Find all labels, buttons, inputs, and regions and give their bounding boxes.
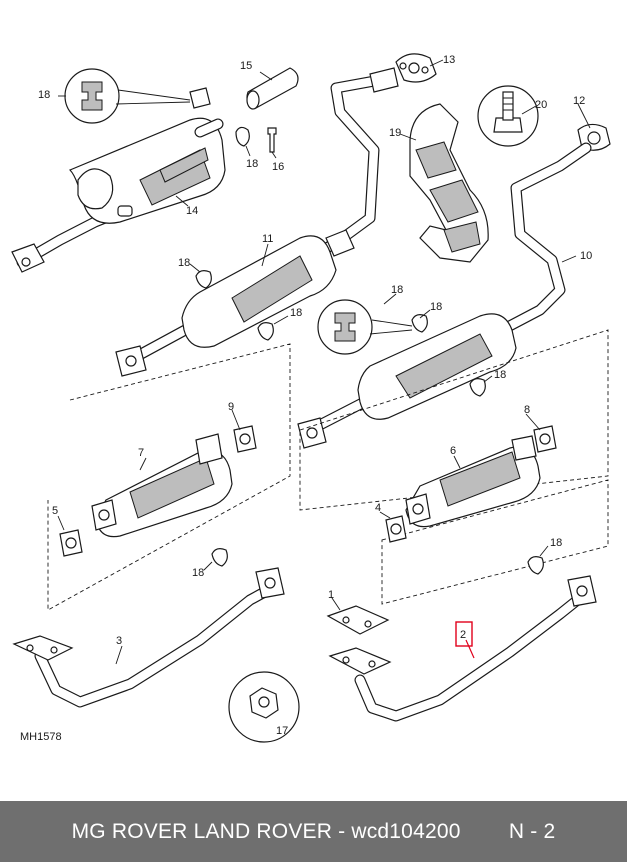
label-18-mid: 18	[290, 307, 302, 319]
diagram-code: MH1578	[20, 731, 62, 743]
label-9: 9	[228, 401, 234, 413]
gasket-part-5	[59, 529, 83, 557]
bolt-part-20	[477, 85, 539, 147]
heat-shield-part-19	[409, 103, 489, 263]
footer-title: MG ROVER LAND ROVER - wcd104200	[71, 819, 461, 843]
footer-bar: MG ROVER LAND ROVER - wcd104200 N - 2	[0, 801, 627, 862]
exhaust-system-diagram: 13 12 20 15 18 19 18 16 14 11 18 10 18 1…	[11, 53, 611, 743]
label-19: 19	[389, 127, 401, 139]
label-14: 14	[186, 205, 198, 217]
label-7: 7	[138, 447, 144, 459]
highlight-label-2: 2	[455, 621, 473, 647]
gasket-part-4	[385, 515, 407, 543]
part-labels: 13 12 20 15 18 19 18 16 14 11 18 10 18 1…	[20, 54, 592, 743]
front-pipe-part-2	[328, 575, 597, 722]
label-4: 4	[375, 502, 381, 514]
dashed-box-right	[299, 329, 609, 511]
label-5: 5	[52, 505, 58, 517]
leader-lines	[57, 59, 591, 665]
label-11: 11	[262, 233, 273, 245]
gasket-part-9	[233, 425, 257, 453]
intermediate-pipe-part-11	[115, 67, 399, 377]
label-8: 8	[524, 404, 530, 416]
insulator-callout-top-left	[58, 68, 211, 124]
dashed-box-lower-right	[381, 479, 609, 605]
label-1: 1	[328, 589, 334, 601]
label-18-rubber: 18	[246, 158, 258, 170]
label-18-mid-left: 18	[178, 257, 190, 269]
footer-gap	[461, 820, 509, 844]
flange-part-13	[395, 53, 437, 83]
front-pipe-part-3	[12, 567, 285, 708]
gasket-part-8	[533, 425, 557, 453]
footer-page: N - 2	[508, 819, 556, 843]
label-20: 20	[535, 99, 547, 111]
label-17: 17	[276, 725, 288, 737]
tail-pipe-part-15	[235, 67, 299, 159]
label-12: 12	[573, 95, 585, 107]
label-18-right: 18	[430, 301, 442, 313]
gasket-part-1	[326, 605, 390, 635]
label-16: 16	[272, 161, 284, 173]
label-15: 15	[240, 60, 252, 72]
label-18-bottom-right: 18	[550, 537, 562, 549]
label-18-top-left: 18	[38, 89, 50, 101]
label-3: 3	[116, 635, 122, 647]
label-18-lower-right: 18	[494, 369, 506, 381]
label-18-bottom-left: 18	[192, 567, 204, 579]
catalyst-part-6	[405, 435, 541, 528]
label-18-callout: 18	[391, 284, 403, 296]
label-13: 13	[443, 54, 455, 66]
label-6: 6	[450, 445, 456, 457]
label-10: 10	[580, 250, 592, 262]
highlight-leader-part-2	[465, 639, 475, 659]
label-2: 2	[460, 629, 466, 641]
catalyst-part-7	[91, 433, 233, 538]
intermediate-pipe-part-10	[297, 142, 592, 449]
rear-silencer-part-14	[11, 117, 226, 273]
nut-part-17	[228, 671, 300, 743]
insulator-callout-middle	[317, 299, 428, 355]
dashed-box-left	[47, 343, 291, 611]
rubber-mount-lower-left	[211, 548, 228, 567]
rubber-mount-lower-right	[527, 556, 544, 575]
